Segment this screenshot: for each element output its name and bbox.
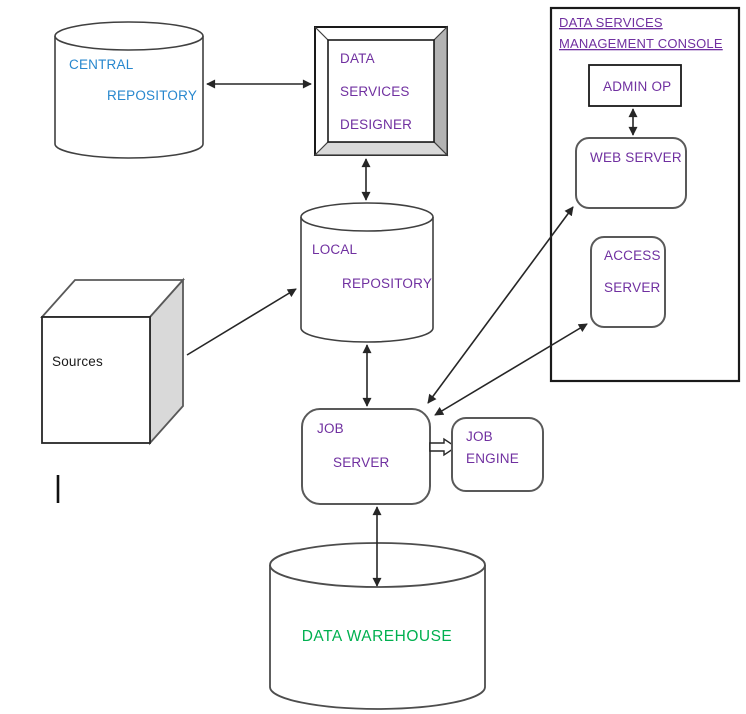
designer-frame-bevel-right bbox=[433, 25, 448, 157]
local-repository-label-line1: LOCAL bbox=[312, 242, 358, 257]
central-repository-label-line1: CENTRAL bbox=[69, 57, 134, 72]
admin-op-box bbox=[588, 64, 682, 107]
node-web-server: WEB SERVER bbox=[575, 137, 687, 209]
designer-label-line3: DESIGNER bbox=[340, 117, 412, 132]
job-server-box bbox=[301, 408, 431, 505]
local-repository-cylinder-top bbox=[300, 202, 434, 232]
central-repository-cylinder-body bbox=[54, 36, 204, 159]
node-job-server: JOB SERVER bbox=[301, 408, 431, 505]
local-repository-label-line2: REPOSITORY bbox=[342, 276, 432, 291]
designer-frame-bevel-bottom bbox=[313, 141, 449, 156]
web-server-label: WEB SERVER bbox=[590, 150, 682, 165]
central-repository-cylinder-top bbox=[54, 21, 204, 51]
job-engine-label-line2: ENGINE bbox=[466, 451, 519, 466]
job-engine-label-line1: JOB bbox=[466, 429, 493, 444]
admin-op-label: ADMIN OP bbox=[603, 79, 671, 94]
web-server-box bbox=[575, 137, 687, 209]
designer-frame-inner bbox=[327, 39, 435, 143]
connectors bbox=[186, 79, 638, 587]
sources-label: Sources bbox=[52, 354, 103, 369]
data-warehouse-label: DATA WAREHOUSE bbox=[302, 628, 453, 645]
node-central-repository: CENTRAL REPOSITORY bbox=[54, 21, 204, 159]
data-warehouse-cylinder-body bbox=[269, 565, 486, 710]
central-repository-label-line2: REPOSITORY bbox=[107, 88, 197, 103]
node-access-server: ACCESS SERVER bbox=[590, 236, 666, 328]
job-engine-box bbox=[451, 417, 544, 492]
job-server-label-line1: JOB bbox=[317, 421, 344, 436]
arrow-sources-local-repo bbox=[186, 288, 297, 356]
designer-label-line1: DATA bbox=[340, 51, 375, 66]
designer-frame-corner-line bbox=[314, 26, 329, 41]
node-sources: Sources bbox=[39, 277, 186, 446]
node-management-console: DATA SERVICES MANAGEMENT CONSOLE ADMIN O… bbox=[549, 6, 741, 383]
block-arrow-job-server-to-engine bbox=[429, 437, 458, 457]
console-title-line1: DATA SERVICES bbox=[559, 15, 663, 30]
job-server-label-line2: SERVER bbox=[333, 455, 390, 470]
node-local-repository: LOCAL REPOSITORY bbox=[300, 202, 434, 343]
node-data-services-designer: DATA SERVICES DESIGNER bbox=[313, 25, 449, 157]
access-server-box bbox=[590, 236, 666, 328]
arrow-access-server-job-server bbox=[434, 323, 588, 416]
node-job-engine: JOB ENGINE bbox=[451, 417, 544, 492]
designer-label-line2: SERVICES bbox=[340, 84, 410, 99]
access-server-label-line1: ACCESS bbox=[604, 248, 661, 263]
node-admin-op: ADMIN OP bbox=[588, 64, 682, 107]
sources-cube-front bbox=[41, 316, 151, 444]
access-server-label-line2: SERVER bbox=[604, 280, 661, 295]
console-title-line2: MANAGEMENT CONSOLE bbox=[559, 36, 723, 51]
